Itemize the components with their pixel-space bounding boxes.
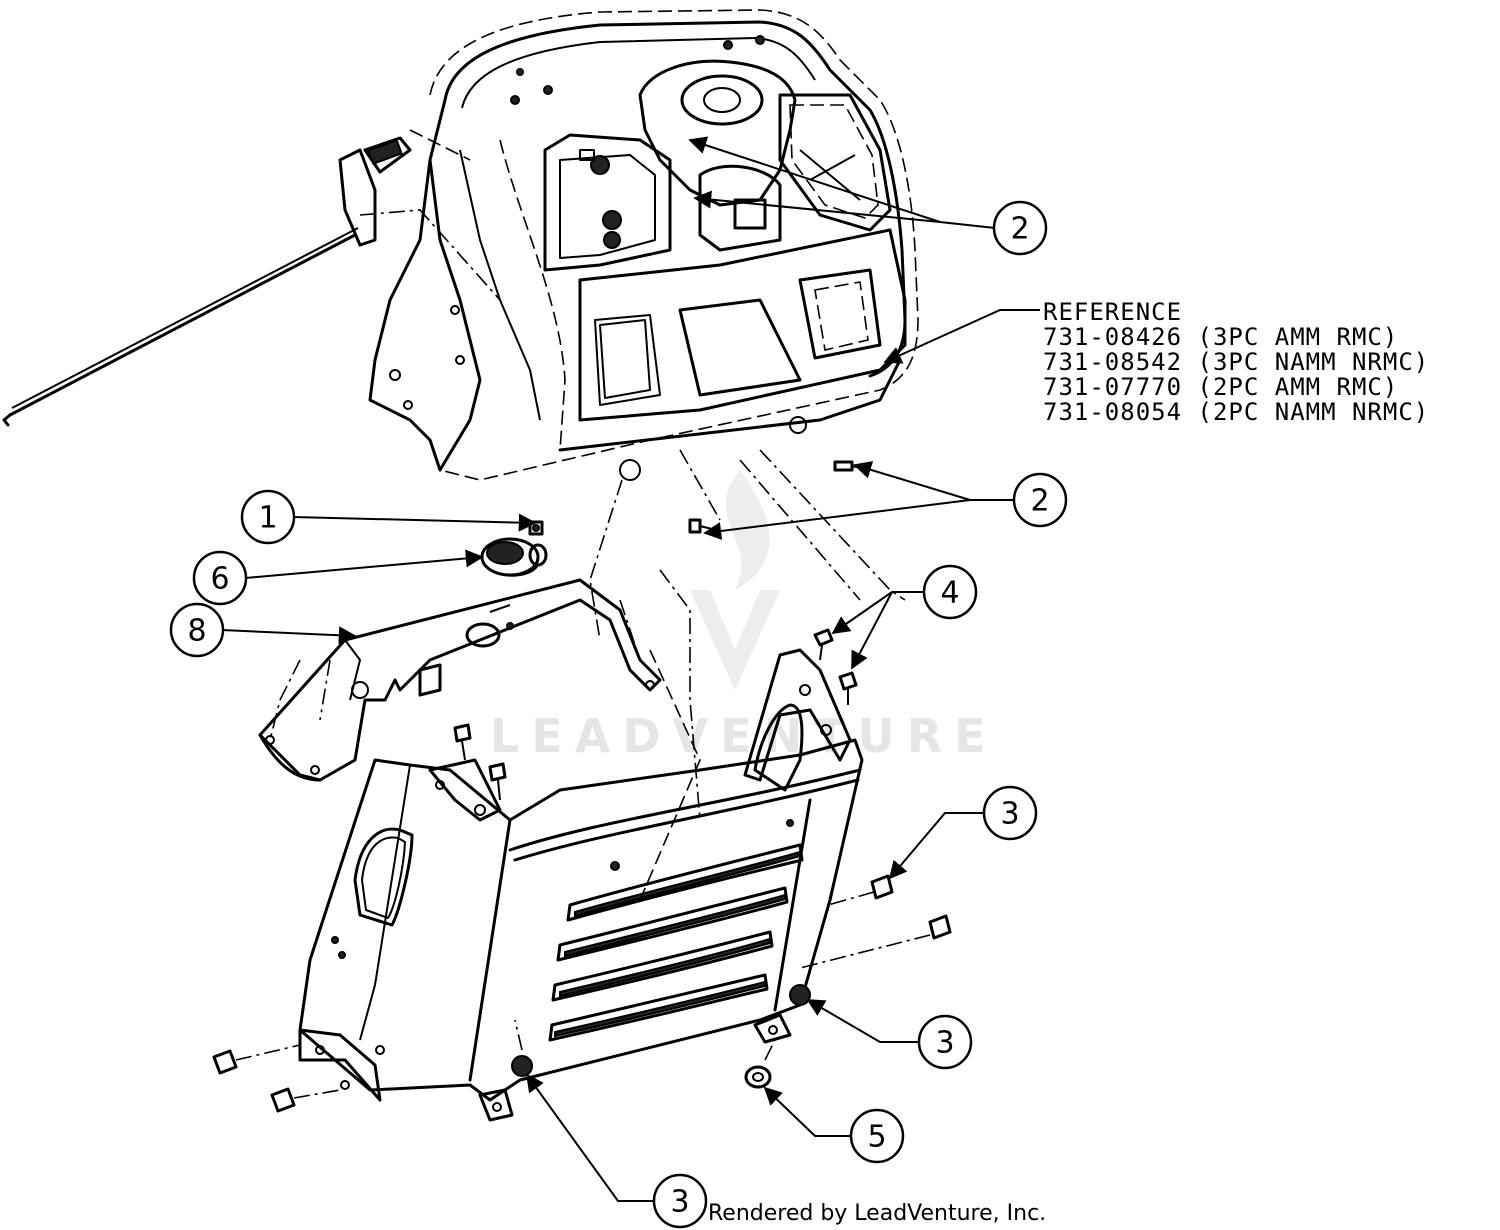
callout-8: 8 [169,602,225,658]
callout-2-lower-label: 2 [1030,484,1049,519]
callout-1: 1 [240,489,296,545]
reference-line-1: 731-08426 (3PC AMM RMC) [1043,323,1398,351]
dash-panel-assembly [368,9,919,481]
dash-bracket-8 [258,578,662,782]
watermark-v-icon [690,590,780,690]
reference-line-4: 731-08054 (2PC NAMM NRMC) [1043,398,1429,426]
callout-4-label: 4 [940,576,959,611]
watermark-text: LEADVENTURE [490,709,998,763]
callout-6: 6 [192,550,248,606]
watermark-flame-icon [725,470,770,590]
grille-hardware [212,569,952,1113]
callout-5: 5 [849,1108,905,1164]
throttle-cable [2,129,501,427]
leader-lines [221,136,1040,1202]
grille-slots [548,843,804,1042]
callout-3-bottom-label: 3 [670,1185,689,1220]
callout-3-right-upper-label: 3 [1000,797,1019,832]
fuel-gauge-6 [480,537,548,577]
reference-block: REFERENCE 731-08426 (3PC AMM RMC) 731-08… [1043,298,1429,426]
reference-heading: REFERENCE [1043,298,1182,326]
callout-2-lower: 2 [1012,472,1068,528]
callout-3-right-lower: 3 [917,1014,973,1070]
reference-line-2: 731-08542 (3PC NAMM NRMC) [1043,348,1429,376]
reference-line-3: 731-07770 (2PC AMM RMC) [1043,373,1398,401]
callout-2-upper-label: 2 [1010,212,1029,247]
callout-1-label: 1 [258,501,277,536]
callout-8-label: 8 [187,614,206,649]
credit-text: Rendered by LeadVenture, Inc. [708,1201,1046,1226]
callout-3-right-upper: 3 [982,785,1038,841]
callout-3-right-lower-label: 3 [935,1026,954,1061]
watermark: LEADVENTURE [490,470,998,763]
callout-2-upper: 2 [992,200,1048,256]
callout-3-bottom: 3 [652,1173,708,1229]
callout-4: 4 [922,564,978,620]
front-grille [298,648,864,1122]
callout-5-label: 5 [867,1120,886,1155]
callout-6-label: 6 [210,562,229,597]
